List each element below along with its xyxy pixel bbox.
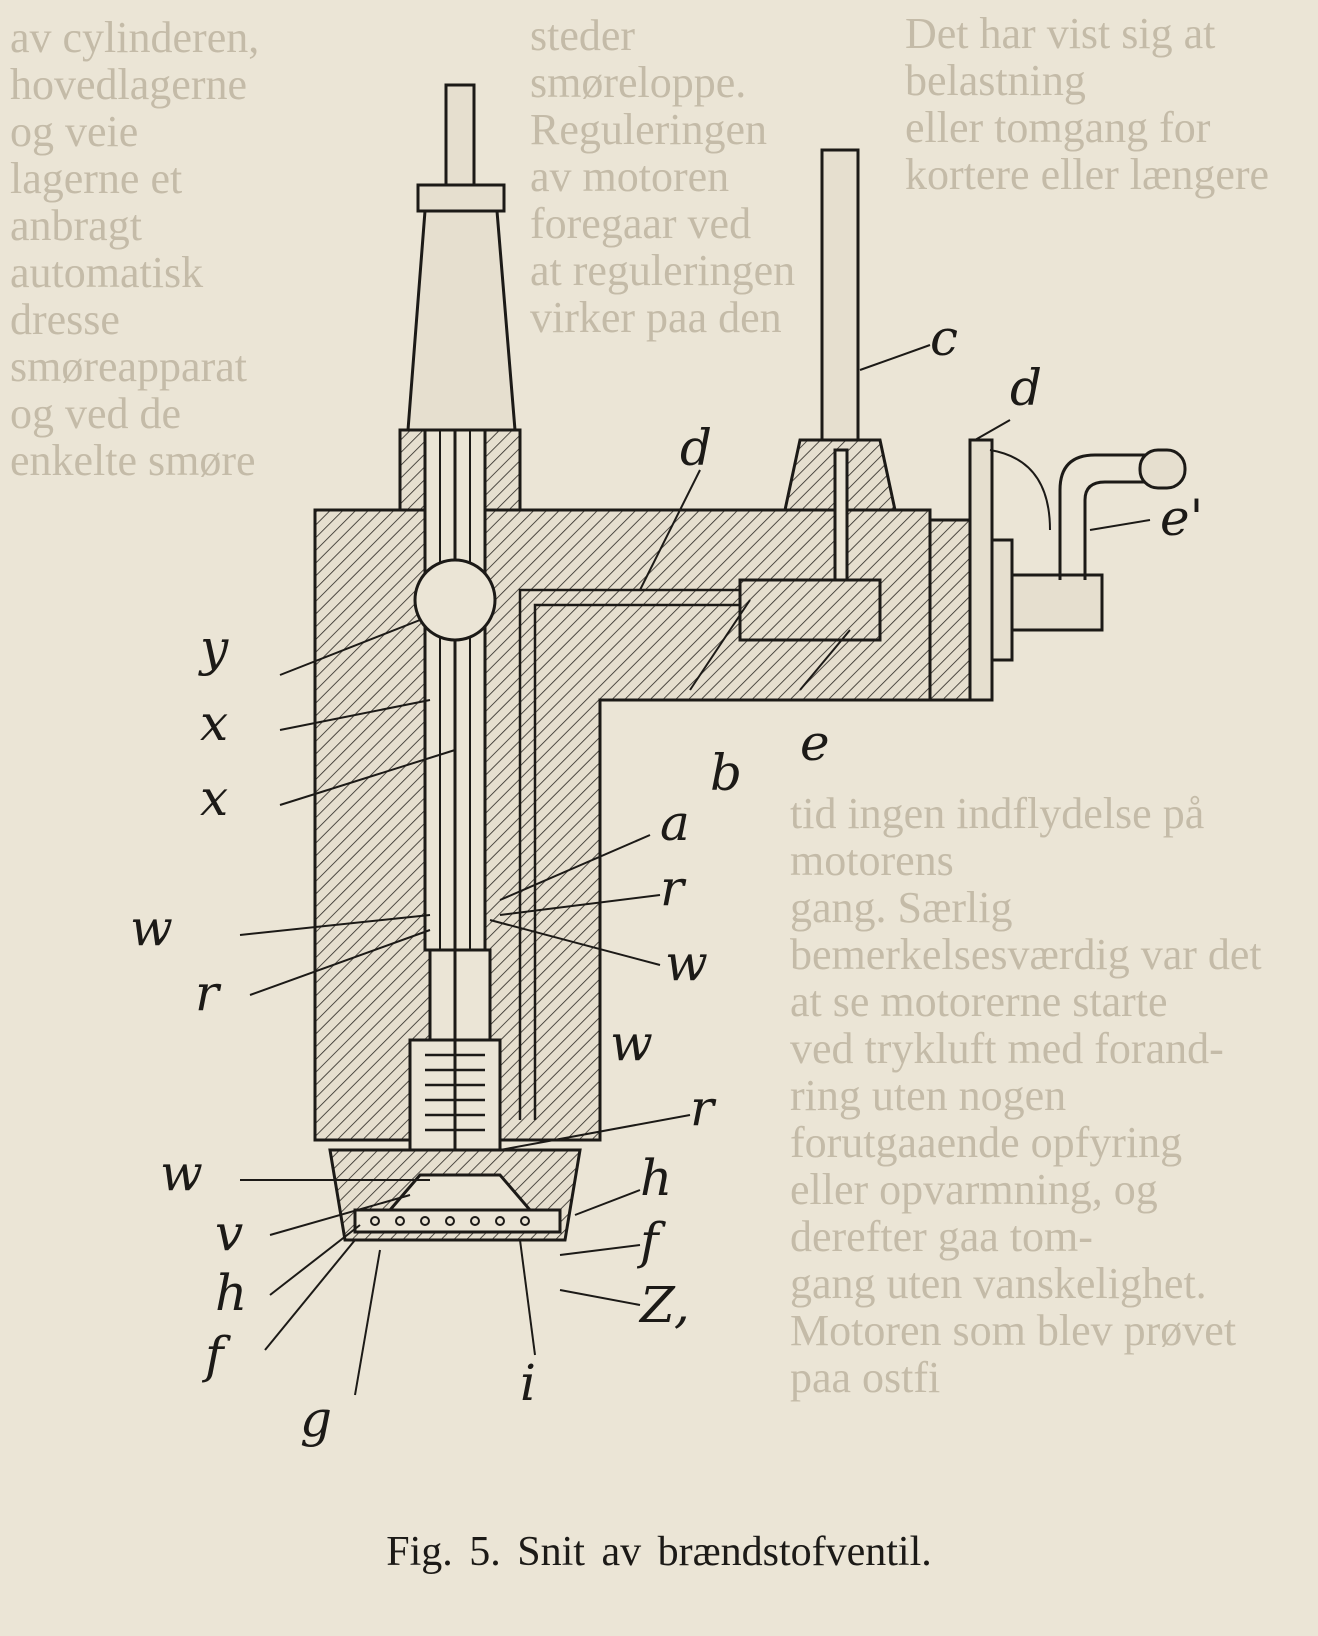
label-b: b (710, 744, 742, 802)
label-c: c (930, 309, 958, 367)
ghost-line: at reguleringen virker paa den (530, 246, 796, 342)
label-x: x (200, 769, 228, 827)
label-h: h (640, 1149, 672, 1207)
label-d: d (680, 419, 712, 477)
ball-y (413, 558, 497, 642)
atomizer-plate (353, 1208, 562, 1234)
ghost-line: ring uten nogen forutgaaende opfyring (790, 1071, 1183, 1167)
valve-e (738, 578, 882, 642)
label-y: y (198, 619, 229, 677)
label-v: v (215, 1204, 243, 1262)
ghost-line: tid ingen indflydelse på motorens (790, 789, 1205, 885)
label-r: r (660, 859, 687, 917)
gland-nut (416, 183, 506, 213)
ghost-line: smøreapparat og ved de enkelte smøre (10, 342, 256, 485)
label-h: h (215, 1264, 247, 1322)
pipe-c (820, 148, 860, 452)
handle (1138, 448, 1187, 490)
leader-lines (239, 344, 1151, 1396)
ghost-line: gang. Særlig bemerkelsesværdig var det (790, 883, 1262, 979)
label-g: g (300, 1390, 332, 1448)
ghost-line: ved trykluft med forand- (790, 1024, 1224, 1073)
ghost-line: av cylinderen, hovedlagerne og veie (10, 13, 260, 156)
label-f: f (201, 1326, 231, 1384)
show-through-text: av cylinderen, hovedlagerne og veie lage… (10, 14, 290, 484)
label-w: w (665, 934, 708, 992)
label-a: a (660, 794, 690, 852)
label-e: e (800, 714, 830, 772)
conical-gland (406, 209, 517, 432)
label-r: r (690, 1079, 717, 1137)
label-r: r (195, 964, 222, 1022)
ghost-line: Reguleringen av motoren foregaar ved (530, 105, 768, 248)
ghost-line: lagerne et anbragt automatisk dresse (10, 154, 204, 344)
show-through-text: tid ingen indflydelse på motorens gang. … (790, 790, 1300, 1401)
ghost-line: eller opvarmning, og derefter gaa tom- (790, 1165, 1158, 1261)
figure-caption: Fig. 5. Snit av brændstofventil. (386, 1529, 932, 1575)
label-w: w (160, 1144, 203, 1202)
spindle-rod (444, 83, 476, 197)
label-e-prime: e' (1160, 489, 1203, 547)
label-w: w (610, 1014, 653, 1072)
ghost-line: gang uten vanskelighet. (790, 1259, 1207, 1308)
label-f: f (636, 1212, 666, 1270)
label-x: x (200, 694, 228, 752)
label-i: i (520, 1354, 536, 1412)
show-through-text: Det har vist sig at belastning eller tom… (905, 10, 1305, 198)
label-w: w (130, 899, 173, 957)
ghost-line: Motoren som blev prøvet paa ostfi (790, 1306, 1237, 1402)
flange-d (968, 438, 994, 702)
ghost-line: steder smøreloppe. (530, 11, 747, 107)
ghost-line: eller tomgang for kortere eller længere (905, 103, 1270, 199)
label-z: Z, (638, 1276, 690, 1334)
ghost-line: Det har vist sig at belastning (905, 9, 1216, 105)
label-d: d (1010, 359, 1042, 417)
ghost-line: at se motorerne starte (790, 977, 1168, 1026)
show-through-text: steder smøreloppe. Reguleringen av motor… (530, 12, 800, 341)
